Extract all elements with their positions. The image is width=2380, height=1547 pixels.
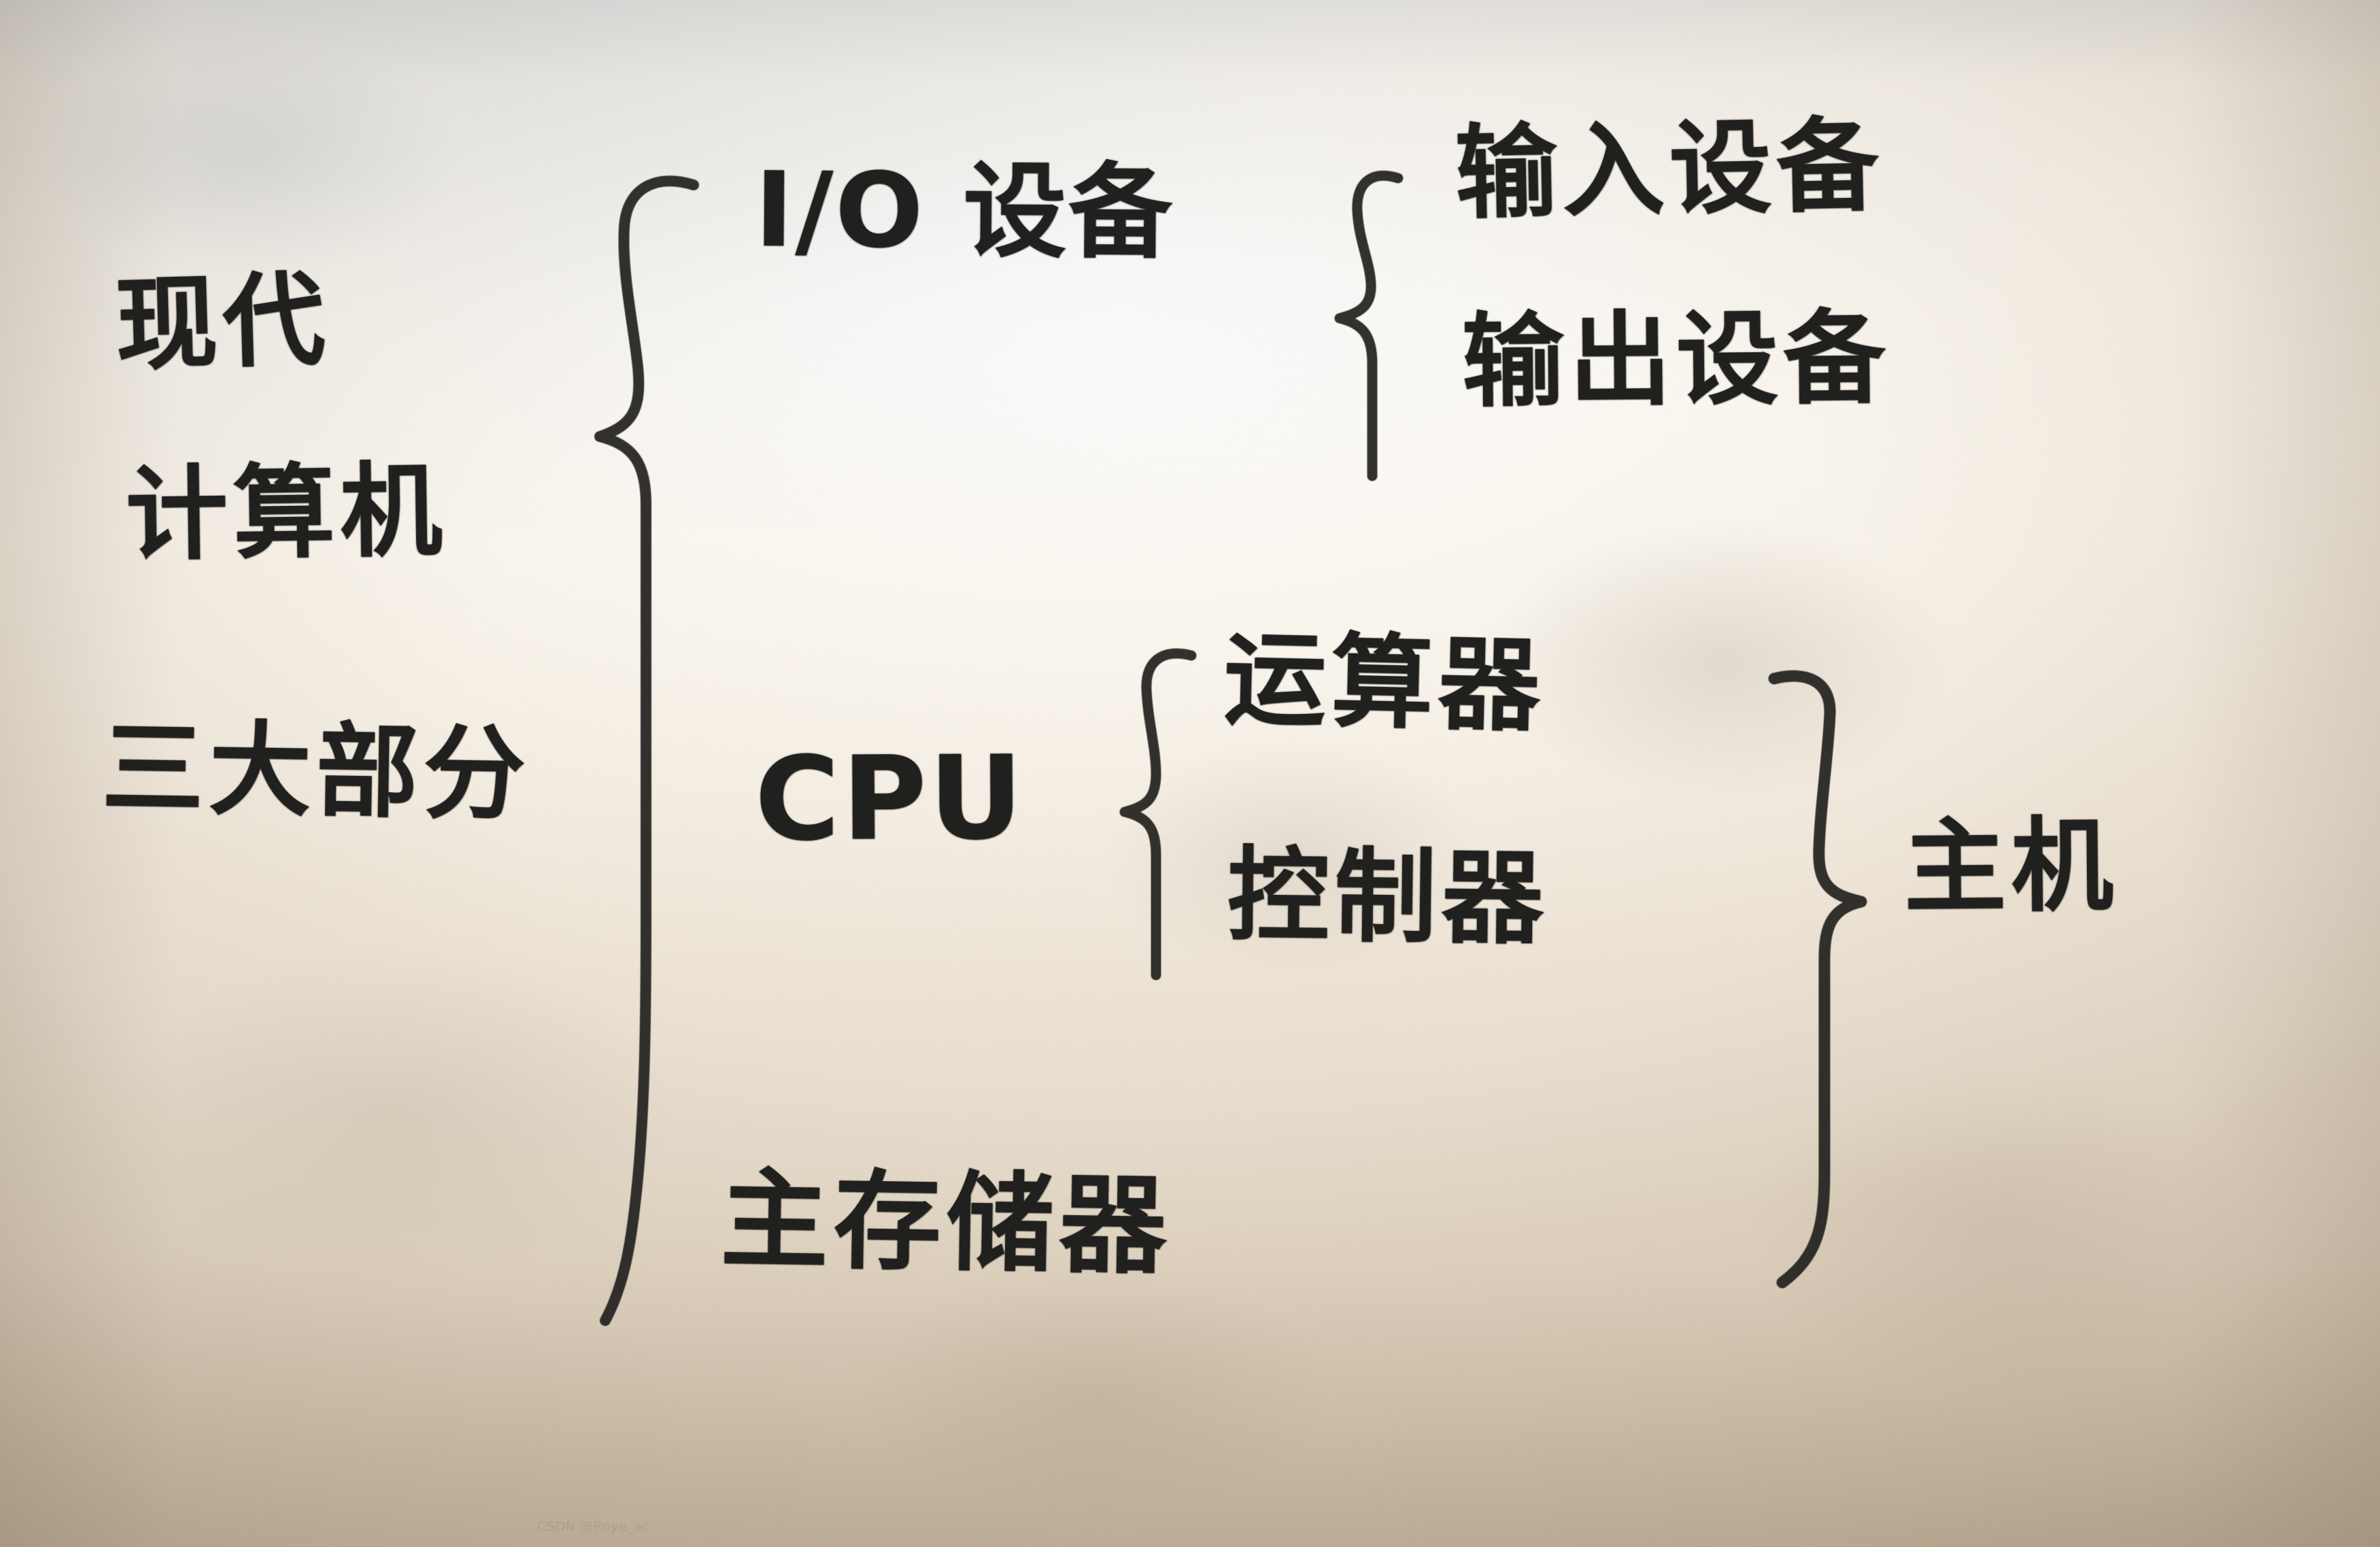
paper-edge-shading-right (2176, 0, 2380, 1547)
branch-label-io: I/O 设备 (754, 149, 1175, 273)
root-label-line-1: 现代 (114, 260, 332, 386)
root-label-line-3: 三大部分 (101, 709, 532, 834)
leaf-label-input-device: 输入设备 (1454, 106, 1885, 234)
io-brace (1333, 169, 1421, 488)
paper-cool-light-cast (0, 0, 2380, 530)
watermark-text: CSDN @Roye_ac (537, 1519, 650, 1534)
leaf-label-output-device: 输出设备 (1461, 299, 1891, 422)
root-brace (585, 170, 734, 1340)
paper-edge-shading-bottom (0, 1261, 2380, 1547)
root-label-line-2: 计算机 (124, 452, 448, 575)
group-label-host: 主机 (1903, 806, 2119, 928)
leaf-label-control-unit: 控制器 (1226, 836, 1550, 959)
branch-label-cpu: CPU (754, 730, 1026, 868)
cpu-brace (1119, 646, 1209, 986)
paper-edge-shading-top (0, 0, 2380, 82)
branch-label-main-memory: 主存储器 (719, 1157, 1174, 1290)
host-brace (1765, 666, 1880, 1306)
paper-edge-shading-left (0, 0, 177, 1547)
leaf-label-alu: 运算器 (1223, 620, 1547, 747)
